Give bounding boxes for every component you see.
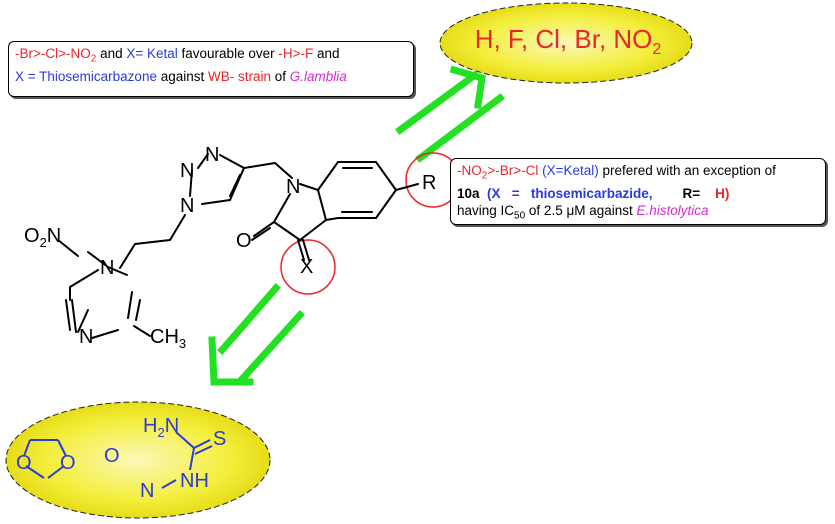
note-text-segment: 50 — [514, 210, 526, 222]
substituent-list-text: H, F, Cl, Br, NO — [474, 24, 653, 54]
note-text-segment: -H>-F — [278, 46, 314, 61]
sar-note-entamoeba: -NO2>-Br>-Cl (X=Ketal) prefered with an … — [450, 158, 826, 225]
sar-note-giardia: -Br>-Cl>-NO2 and X= Ketal favourable ove… — [8, 41, 414, 97]
molecule-bonds — [57, 153, 419, 339]
sar-note-entamoeba-line2: 10a (X = thiosemicarbazide, R= H) — [457, 185, 819, 202]
sar-note-giardia-line1: -Br>-Cl>-NO2 and X= Ketal favourable ove… — [15, 45, 407, 68]
note-text-segment: >-Br>-Cl — [487, 163, 539, 178]
or-label: O — [104, 445, 120, 467]
substituent-ellipse — [439, 2, 693, 84]
s-label: S — [213, 428, 227, 450]
green-arrow-up-right — [395, 65, 505, 163]
isatin-n: N — [286, 176, 301, 198]
note-text-segment: -NO — [457, 163, 482, 178]
note-text-segment: -Br>-Cl>-NO — [15, 46, 91, 61]
note-text-segment: prefered with an exception of — [598, 163, 776, 178]
note-text-segment: against — [156, 68, 209, 84]
thiosemicarbazide-bonds — [161, 431, 213, 489]
substituent-list: H, F, Cl, Br, NO2 — [458, 24, 678, 59]
note-text-segment: G.lamblia — [289, 68, 347, 84]
green-arrow-down-left — [208, 283, 305, 386]
sar-note-entamoeba-line1: -NO2>-Br>-Cl (X=Ketal) prefered with an … — [457, 162, 819, 185]
note-text-segment: X = Thiosemicarbazone — [15, 68, 157, 84]
note-text-segment: (X = — [479, 185, 531, 201]
note-text-segment: of — [271, 68, 290, 84]
h2n-label: H2N — [143, 415, 180, 440]
note-text-segment: of 2.5 μM against — [525, 202, 637, 218]
o2n-label: O2N — [24, 225, 62, 250]
sar-note-giardia-line2: X = Thiosemicarbazone against WB- strain… — [15, 68, 407, 85]
note-text-segment: thiosemicarbazide, — [530, 185, 653, 201]
note-text-segment: R= — [652, 185, 716, 201]
note-text-segment: WB- strain — [208, 68, 272, 84]
note-text-segment: favourable over — [177, 46, 279, 61]
carbonyl-o: O — [236, 230, 252, 252]
imidazole-n3: N — [79, 326, 94, 348]
triazole-n2: N — [180, 160, 195, 182]
substituent-list-sub: 2 — [652, 41, 662, 59]
triazole-n1: N — [180, 195, 195, 217]
triazole-n3: N — [205, 144, 220, 166]
note-text-segment: H) — [715, 185, 730, 201]
note-text-segment: X= Ketal — [126, 46, 178, 61]
note-text-segment: and — [96, 46, 127, 61]
n-label: N — [140, 480, 155, 502]
imidazole-n1: N — [100, 257, 115, 279]
note-text-segment: 10a — [457, 185, 480, 201]
x-label: X — [300, 256, 314, 278]
x-group-ellipse — [5, 401, 271, 519]
ch3-label: CH3 — [150, 326, 187, 351]
note-text-segment: 2 — [481, 170, 488, 182]
r-label: R — [422, 172, 437, 194]
sar-note-entamoeba-line3: having IC50 of 2.5 μM against E.histolyt… — [457, 202, 819, 225]
dioxolane-o2: O — [60, 452, 76, 474]
nh-label: NH — [180, 470, 209, 492]
note-text-segment: having IC — [457, 202, 515, 218]
note-text-segment: (X=Ketal) — [538, 163, 599, 178]
note-text-segment: and — [313, 46, 340, 61]
x-position-circle — [280, 239, 336, 295]
note-text-segment: 2 — [90, 53, 97, 65]
note-text-segment: E.histolytica — [636, 202, 709, 218]
dioxolane-o1: O — [16, 452, 32, 474]
dioxolane-ring — [23, 439, 67, 479]
